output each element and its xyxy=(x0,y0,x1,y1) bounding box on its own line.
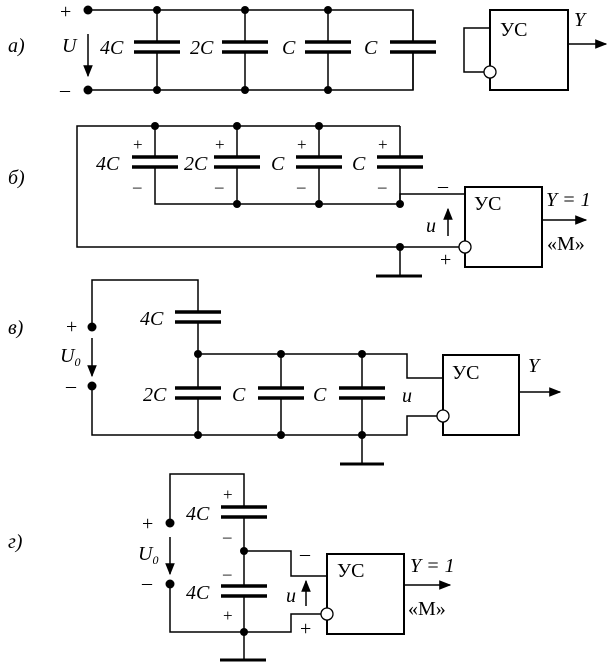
panel-a-comparator-block xyxy=(489,9,569,91)
panel-b-cap3-minus: – xyxy=(296,177,306,196)
panel-b-cap1-plus: + xyxy=(133,135,143,154)
panel-b-capacitor-2c xyxy=(214,155,260,169)
panel-a-inverting-input-circle xyxy=(483,65,497,79)
panel-g-bottom-cap-minus: – xyxy=(222,564,232,583)
panel-g-terminal-plus xyxy=(165,518,175,528)
panel-v-cap-label-2: C xyxy=(232,384,246,406)
panel-v-voltage-label: U0 xyxy=(60,345,80,369)
panel-v-comparator-label: УС xyxy=(452,362,480,384)
panel-a-capacitor-2c xyxy=(222,40,268,54)
panel-b-inverting-input-circle xyxy=(458,240,472,254)
panel-v-top-cap-label: 4C xyxy=(140,308,164,330)
panel-a-terminal-minus xyxy=(83,85,93,95)
panel-g-plus-sign: + xyxy=(142,513,153,535)
panel-g-input-plus-wire xyxy=(244,613,327,633)
panel-a-cap-label-4: C xyxy=(364,37,378,59)
panel-a-capacitor-4c xyxy=(134,40,180,54)
panel-b-comparator-block xyxy=(464,186,543,268)
panel-g-comparator-block xyxy=(326,553,405,635)
panel-v-capacitor-c2 xyxy=(339,386,385,400)
panel-v-plus-sign: + xyxy=(66,316,77,338)
panel-b-input-minus-wire xyxy=(399,193,465,204)
panel-b-cap4-minus: – xyxy=(377,177,387,196)
panel-g-loop-wire xyxy=(169,473,245,633)
panel-a-comparator-label: УС xyxy=(500,19,528,41)
panel-a-minus-sign: – xyxy=(59,79,71,101)
panel-b-cap1-minus: – xyxy=(132,177,142,196)
panel-g-capacitor-top-4c xyxy=(221,505,267,519)
panel-v-minus-sign: – xyxy=(65,375,77,397)
panel-b-capacitor-c1 xyxy=(296,155,342,169)
panel-v-capacitor-4c xyxy=(175,310,221,324)
panel-g-top-cap-minus: – xyxy=(222,527,232,546)
panel-b-cap-label-1: 4C xyxy=(96,153,120,175)
panel-g-output-note: «М» xyxy=(408,598,446,620)
panel-g-terminal-minus xyxy=(165,579,175,589)
panel-v-terminal-minus xyxy=(87,381,97,391)
panel-a-cap-label-2: 2C xyxy=(190,37,214,59)
panel-a-capacitor-c1 xyxy=(305,40,351,54)
panel-b-output-note: «М» xyxy=(547,233,585,255)
panel-g-input-minus-sign: – xyxy=(299,543,311,565)
panel-g-bottom-cap-label: 4C xyxy=(186,582,210,604)
panel-v: в) + – U0 4C 2C C C xyxy=(8,279,562,466)
panel-a-label: а) xyxy=(8,35,25,57)
panel-v-comparator-block xyxy=(442,354,520,436)
panel-b-cap-label-2: 2C xyxy=(184,153,208,175)
panel-v-cap-label-1: 2C xyxy=(143,384,167,406)
panel-b-cap2-minus: – xyxy=(214,177,224,196)
panel-b-cap-label-4: C xyxy=(352,153,366,175)
panel-b-cap4-plus: + xyxy=(378,135,388,154)
panel-g: г) + – U0 + – – + 4C 4C – + u УС xyxy=(8,473,455,662)
panel-b-input-plus-sign: + xyxy=(440,249,451,271)
panel-v-inverting-input-circle xyxy=(436,409,450,423)
panel-g-minus-sign: – xyxy=(141,572,153,594)
panel-g-top-cap-plus: + xyxy=(223,485,233,504)
panel-g-capacitor-bottom-4c xyxy=(221,584,267,598)
panel-b-input-voltage-label: u xyxy=(426,215,436,237)
panel-a-terminal-plus xyxy=(83,5,93,15)
panel-v-cap-label-3: C xyxy=(313,384,327,406)
panel-g-input-plus-sign: + xyxy=(300,618,311,640)
panel-b-cap-label-3: C xyxy=(271,153,285,175)
panel-a-input-short-wire xyxy=(463,27,490,73)
panel-b-comparator-label: УС xyxy=(474,193,502,215)
panel-a-voltage-label: U xyxy=(62,35,78,57)
panel-v-capacitor-c1 xyxy=(258,386,304,400)
panel-g-top-cap-label: 4C xyxy=(186,503,210,525)
panel-v-input-voltage-label: u xyxy=(402,385,412,407)
panel-b-cap2-plus: + xyxy=(215,135,225,154)
panel-b: б) + – + – + – + – 4C 2C C xyxy=(8,122,591,278)
panel-a-capacitor-c2 xyxy=(390,40,436,54)
panel-a-cap-label-3: C xyxy=(282,37,296,59)
panel-g-inverting-input-circle xyxy=(320,607,334,621)
panel-v-bottom-wire xyxy=(91,386,443,436)
panel-b-label: б) xyxy=(8,167,25,189)
panel-g-comparator-label: УС xyxy=(337,560,365,582)
panel-g-voltage-label: U0 xyxy=(138,543,158,567)
panel-v-middle-bus-wire xyxy=(198,353,443,379)
panel-b-capacitor-4c xyxy=(132,155,178,169)
panel-a-output-label: Y xyxy=(574,9,587,31)
panel-g-label: г) xyxy=(8,531,23,553)
panel-g-bottom-cap-plus: + xyxy=(223,606,233,625)
panel-v-terminal-plus xyxy=(87,322,97,332)
panel-g-input-minus-wire xyxy=(244,550,327,577)
panel-b-input-minus-sign: – xyxy=(437,175,449,197)
panel-v-capacitor-2c xyxy=(175,386,221,400)
panel-b-cap3-plus: + xyxy=(297,135,307,154)
panel-b-output-label: Y = 1 xyxy=(546,189,591,211)
panel-a-plus-sign: + xyxy=(60,1,71,23)
panel-g-output-label: Y = 1 xyxy=(410,555,455,577)
panel-v-output-label: Y xyxy=(528,355,541,377)
panel-v-label: в) xyxy=(8,317,24,339)
panel-b-capacitor-c2 xyxy=(377,155,423,169)
panel-a-cap-label-1: 4C xyxy=(100,37,124,59)
panel-g-input-voltage-label: u xyxy=(286,585,296,607)
panel-a: а) + – U 4C 2C C C xyxy=(8,1,608,101)
